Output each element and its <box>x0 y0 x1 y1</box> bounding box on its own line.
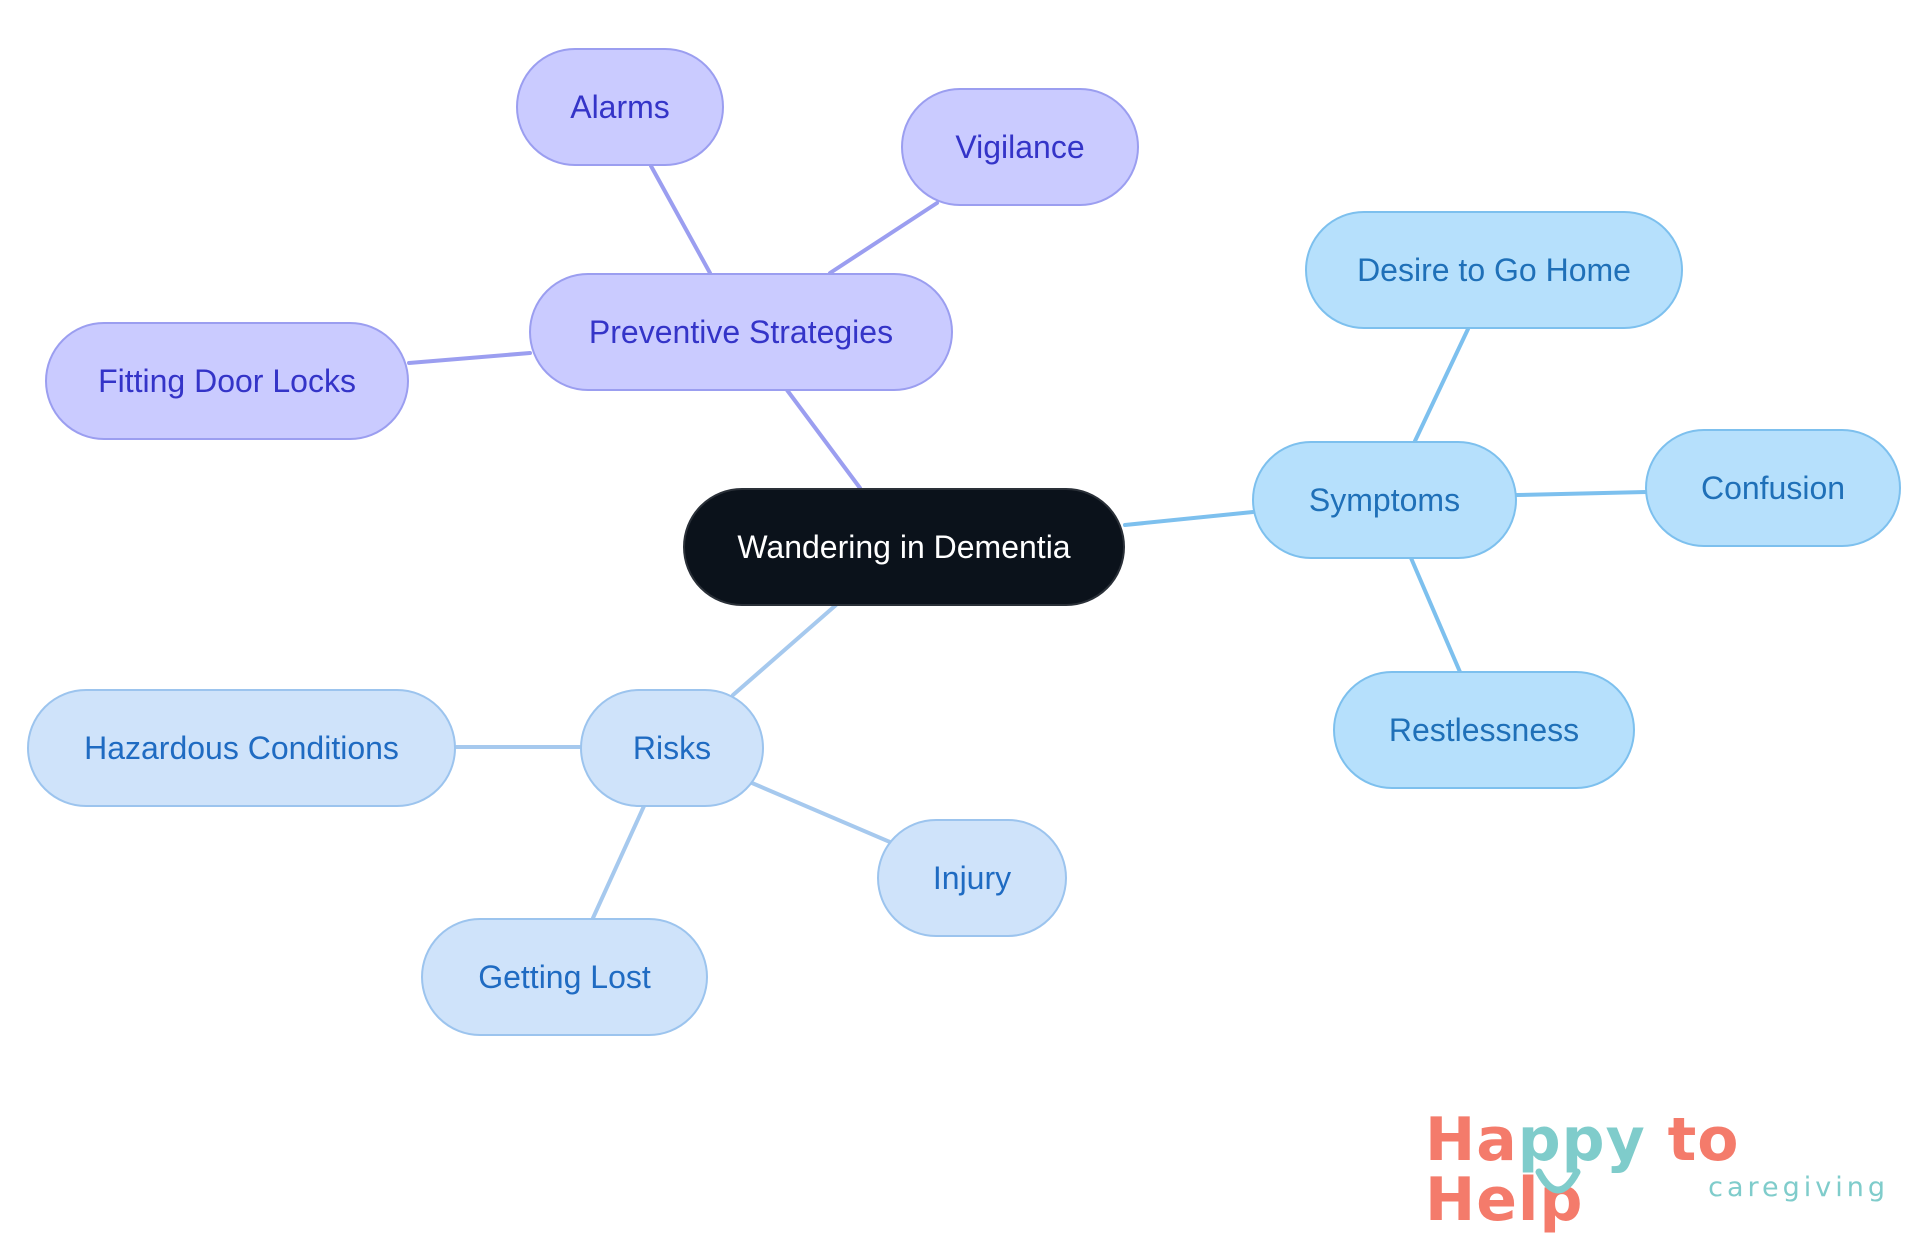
node-label: Fitting Door Locks <box>98 362 356 399</box>
smile-icon <box>1535 1168 1581 1194</box>
logo-wordmark-part: Ha <box>1425 1105 1518 1175</box>
node-vigilance: Vigilance <box>901 88 1139 206</box>
node-label: Hazardous Conditions <box>84 729 399 766</box>
logo-wordmark-accent: ppy <box>1517 1105 1646 1175</box>
node-label: Getting Lost <box>478 958 651 995</box>
node-label: Injury <box>932 859 1012 896</box>
node-alarms: Alarms <box>516 48 724 166</box>
node-label: Risks <box>632 729 712 766</box>
node-desire-home: Desire to Go Home <box>1305 211 1683 329</box>
node-label: Wandering in Dementia <box>737 528 1071 565</box>
node-label: Desire to Go Home <box>1357 251 1631 288</box>
node-label: Alarms <box>570 88 670 125</box>
brand-logo: Happy to Help caregiving <box>1425 1110 1895 1230</box>
node-injury: Injury <box>877 819 1067 937</box>
logo-tagline: caregiving <box>1708 1172 1889 1203</box>
connector-symptoms-restlessness <box>1409 556 1462 674</box>
node-label: Vigilance <box>955 128 1085 165</box>
node-label: Preventive Strategies <box>588 313 894 350</box>
node-getting-lost: Getting Lost <box>421 918 708 1036</box>
node-restlessness: Restlessness <box>1333 671 1635 789</box>
connector-preventive-door-locks <box>407 351 532 365</box>
node-symptoms: Symptoms <box>1252 441 1517 559</box>
node-hazardous: Hazardous Conditions <box>27 689 456 807</box>
node-preventive: Preventive Strategies <box>529 273 953 391</box>
node-label: Restlessness <box>1388 711 1580 748</box>
connector-preventive-alarms <box>649 164 712 275</box>
logo-wordmark: Happy to Help <box>1425 1110 1895 1230</box>
node-center: Wandering in Dementia <box>683 488 1125 606</box>
node-risks: Risks <box>580 689 764 807</box>
node-label: Confusion <box>1700 469 1846 506</box>
connector-center-symptoms <box>1123 510 1255 527</box>
node-confusion: Confusion <box>1645 429 1901 547</box>
connector-symptoms-confusion <box>1515 490 1648 497</box>
connector-risks-getting-lost <box>591 804 646 920</box>
connector-risks-injury <box>750 781 892 844</box>
connector-symptoms-desire-home <box>1413 327 1470 443</box>
connector-center-risks <box>731 603 838 697</box>
connector-center-preventive <box>785 388 862 490</box>
node-label: Symptoms <box>1308 481 1461 518</box>
connector-preventive-vigilance <box>828 201 939 275</box>
node-door-locks: Fitting Door Locks <box>45 322 409 440</box>
